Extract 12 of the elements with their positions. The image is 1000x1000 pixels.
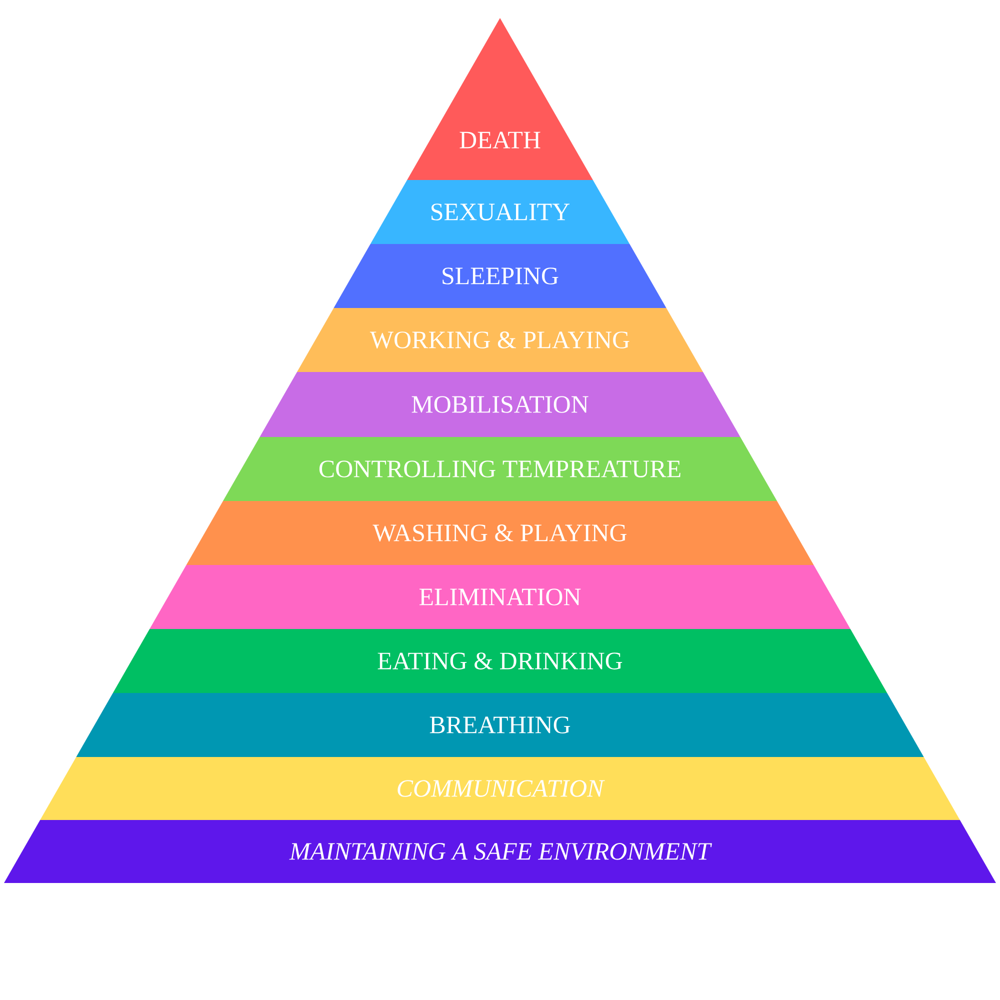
pyramid-level: BREATHING: [76, 693, 924, 757]
pyramid-level: WASHING & PLAYING: [186, 501, 814, 565]
pyramid-level: SEXUALITY: [370, 180, 630, 244]
pyramid-level: CONTROLLING TEMPREATURE: [223, 437, 777, 501]
pyramid-level: WORKING & PLAYING: [297, 308, 703, 372]
pyramid-level: ELIMINATION: [150, 565, 850, 629]
pyramid-level: MAINTAINING A SAFE ENVIRONMENT: [4, 820, 996, 884]
pyramid-level: EATING & DRINKING: [112, 629, 888, 693]
pyramid-level: MOBILISATION: [260, 372, 740, 437]
pyramid-level: DEATH: [407, 18, 593, 180]
pyramid-level: SLEEPING: [334, 244, 666, 308]
pyramid-level: COMMUNICATION: [40, 757, 960, 820]
